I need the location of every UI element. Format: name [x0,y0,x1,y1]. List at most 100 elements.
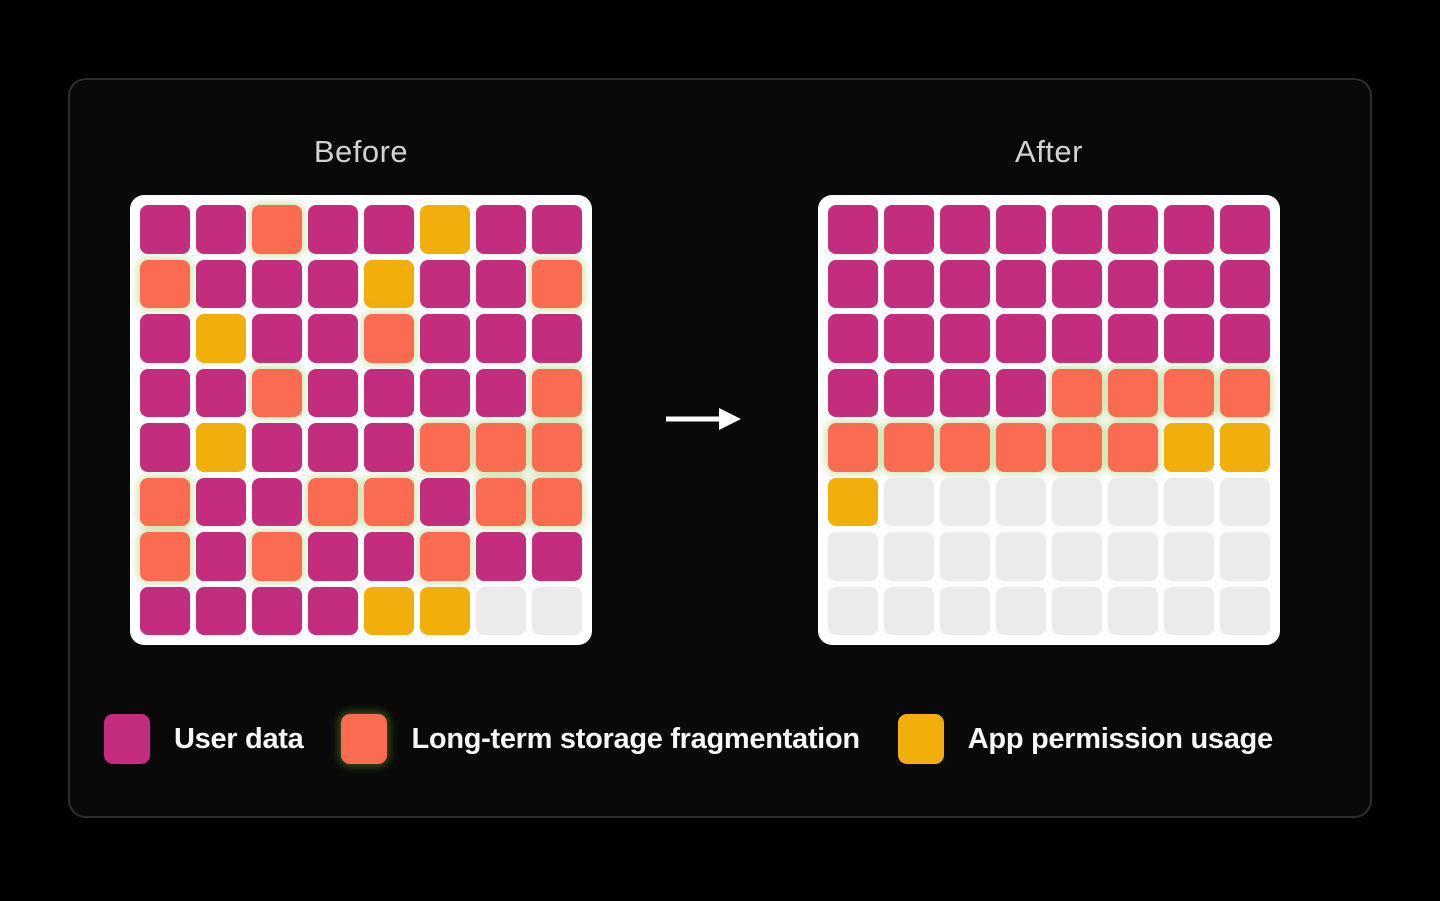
grid-cell [308,205,358,254]
grid-cell [252,259,302,308]
grid-cell [476,205,526,254]
grid-cell [140,532,190,581]
grid-cell [1052,205,1102,254]
grid-cell [364,368,414,417]
grid-cell [532,205,582,254]
grid-cell [140,423,190,472]
grid-cell [476,368,526,417]
grid-cell [308,368,358,417]
grid-cell [476,314,526,363]
grid-cell [364,423,414,472]
grid-cell [140,368,190,417]
grid-cell [532,586,582,635]
grid-cell [1108,532,1158,581]
grid-cell [532,532,582,581]
grid-cell [940,205,990,254]
grid-cell [1108,205,1158,254]
grid-cell [196,314,246,363]
before-title: Before [313,134,409,169]
app-permission-swatch-icon [897,714,944,764]
grid-cell [364,477,414,526]
grid-cell [884,314,934,363]
defrag-comparison-panel: Before After User data Long-term storage… [68,78,1372,818]
grid-cell [996,423,1046,472]
grid-cell [940,477,990,526]
grid-cell [1108,423,1158,472]
grid-cell [364,586,414,635]
legend-item-fragmentation: Long-term storage fragmentation [341,714,860,764]
grid-cell [884,532,934,581]
grid-cell [476,423,526,472]
grid-cell [828,368,878,417]
before-after-arrow [663,404,743,434]
grid-cell [420,259,470,308]
grid-cell [828,205,878,254]
grid-cell [940,314,990,363]
grid-cell [884,259,934,308]
grid-cell [1164,314,1214,363]
grid-cell [1052,368,1102,417]
legend-item-app-permission: App permission usage [897,714,1273,764]
grid-cell [196,368,246,417]
grid-cell [364,532,414,581]
grid-cell [364,259,414,308]
grid-cell [308,532,358,581]
grid-cell [252,205,302,254]
grid-cell [420,368,470,417]
grid-cell [828,259,878,308]
grid-cell [1164,368,1214,417]
grid-cell [996,532,1046,581]
grid-cell [532,477,582,526]
grid-cell [140,314,190,363]
grid-cell [532,368,582,417]
grid-cell [1052,314,1102,363]
grid-cell [1220,368,1270,417]
grid-cell [1220,532,1270,581]
grid-cell [828,477,878,526]
legend-label: User data [174,722,304,755]
grid-cell [1108,368,1158,417]
legend-item-user-data: User data [104,714,304,764]
grid-cell [828,423,878,472]
grid-cell [828,586,878,635]
arrow-right-icon [666,408,741,430]
grid-cell [308,423,358,472]
after-title: After [1015,134,1083,169]
grid-cell [252,314,302,363]
grid-cell [308,259,358,308]
grid-cell [476,586,526,635]
grid-cell [252,368,302,417]
grid-cell [1052,477,1102,526]
grid-cell [884,477,934,526]
grid-cell [884,205,934,254]
grid-cell [884,586,934,635]
grid-cell [996,368,1046,417]
grid-cell [532,423,582,472]
grid-cell [364,314,414,363]
fragmentation-swatch-icon [341,714,388,764]
user-data-swatch-icon [104,714,150,764]
grid-cell [196,477,246,526]
grid-cell [196,423,246,472]
grid-cell [1220,205,1270,254]
grid-cell [420,586,470,635]
grid-cell [828,532,878,581]
grid-cell [140,586,190,635]
grid-cell [252,477,302,526]
grid-cell [476,532,526,581]
grid-cell [308,314,358,363]
legend: User data Long-term storage fragmentatio… [104,712,1273,766]
after-grid [818,195,1280,645]
before-grid [130,195,592,645]
grid-cell [1052,586,1102,635]
grid-cell [532,259,582,308]
grid-cell [1164,205,1214,254]
grid-cell [1052,423,1102,472]
grid-cell [1164,423,1214,472]
grid-cell [140,477,190,526]
legend-label: Long-term storage fragmentation [411,722,860,755]
grid-cell [140,259,190,308]
grid-cell [1164,259,1214,308]
grid-cell [940,586,990,635]
